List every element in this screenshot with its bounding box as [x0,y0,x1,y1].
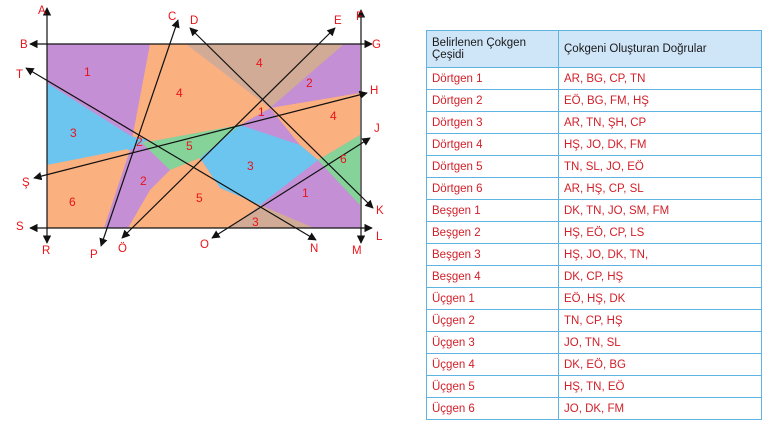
table-cell-lines: JO, DK, FM [558,397,762,420]
point-label-A: A [38,5,46,17]
table-cell-lines: HŞ, JO, DK, FM [558,133,762,156]
region-label: 1 [302,186,309,200]
line-segment [33,90,368,181]
point-label-D: D [190,15,198,27]
region-label: 3 [247,159,254,173]
table-cell-polygon: Üçgen 4 [426,353,559,376]
region-label: 4 [330,109,337,123]
point-label-H: H [370,85,378,97]
region-label: 2 [136,135,143,149]
table-cell-lines: HŞ, TN, EÖ [558,375,762,398]
point-label-G: G [372,39,381,51]
table-cell-polygon: Dörtgen 5 [426,155,559,178]
table-cell-polygon: Beşgen 4 [426,265,559,288]
polygon-table: Belirlenen Çokgen Çeşidi Çokgeni Oluştur… [426,30,762,420]
region-label: 4 [256,56,263,70]
table-cell-polygon: Dörtgen 1 [426,67,559,90]
point-label-O: O [200,239,209,251]
point-label-J: J [374,123,380,135]
table-cell-polygon: Dörtgen 3 [426,111,559,134]
point-label-M: M [352,245,362,257]
table-header-row: Belirlenen Çokgen Çeşidi Çokgeni Oluştur… [426,30,762,68]
region-label: 5 [186,139,193,153]
table-cell-lines: AR, TN, ŞH, CP [558,111,762,134]
lines [25,7,374,247]
region-label: 2 [306,76,313,90]
point-label-Ş: Ş [22,177,30,189]
table-cell-lines: HŞ, JO, DK, TN, [558,243,762,266]
table-cell-lines: EÖ, BG, FM, HŞ [558,89,762,112]
table-cell-polygon: Üçgen 1 [426,287,559,310]
table-cell-polygon: Üçgen 2 [426,309,559,332]
table-cell-lines: EÖ, HŞ, DK [558,287,762,310]
region-label: 2 [140,174,147,188]
point-label-C: C [168,11,176,23]
region-labels: 1 4 2 4 1 4 3 2 5 6 3 2 1 5 6 3 [69,56,347,229]
point-labels: A B C D E F G H J K L M N O Ö P R S Ş T [16,5,384,261]
point-label-K: K [376,205,384,217]
table-cell-lines: DK, EÖ, BG [558,353,762,376]
table-cell-polygon: Dörtgen 2 [426,89,559,112]
region-label: 6 [340,152,347,166]
point-label-T: T [16,69,23,81]
table-cell-polygon: Üçgen 3 [426,331,559,354]
region-label: 5 [196,191,203,205]
header-polygon-type: Belirlenen Çokgen Çeşidi [426,30,559,68]
point-label-S: S [16,221,24,233]
region-label: 6 [69,195,76,209]
table-cell-lines: HŞ, EÖ, CP, LS [558,221,762,244]
table-cell-polygon: Üçgen 5 [426,375,559,398]
table-cell-lines: AR, HŞ, CP, SL [558,177,762,200]
region-label: 1 [258,105,265,119]
table-cell-lines: AR, BG, CP, TN [558,67,762,90]
table-cell-lines: DK, TN, JO, SM, FM [558,199,762,222]
header-lines: Çokgeni Oluşturan Doğrular [558,30,762,68]
table-cell-lines: JO, TN, SL [558,331,762,354]
table-cell-polygon: Beşgen 3 [426,243,559,266]
table-cell-lines: TN, SL, JO, EÖ [558,155,762,178]
line-segment [211,137,371,239]
point-label-F: F [356,11,363,23]
table-cell-polygon: Beşgen 2 [426,221,559,244]
region-label: 3 [252,215,259,229]
region-label: 1 [84,65,91,79]
table-cell-lines: DK, CP, HŞ [558,265,762,288]
region-label: 3 [70,126,77,140]
point-label-Ö: Ö [118,243,127,255]
table-cell-lines: TN, CP, HŞ [558,309,762,332]
region-label: 4 [176,86,183,100]
point-label-R: R [42,245,50,257]
point-label-E: E [334,15,342,27]
table-cell-polygon: Dörtgen 4 [426,133,559,156]
geometry-diagram: A B C D E F G H J K L M N O Ö P R S Ş T … [16,5,384,261]
polygon-table-container: Belirlenen Çokgen Çeşidi Çokgeni Oluştur… [426,30,762,420]
table-cell-polygon: Dörtgen 6 [426,177,559,200]
point-label-L: L [376,231,383,243]
colored-regions [47,44,360,228]
table-cell-polygon: Beşgen 1 [426,199,559,222]
point-label-B: B [20,39,28,51]
point-label-P: P [90,249,98,261]
point-label-N: N [310,243,318,255]
table-cell-polygon: Üçgen 6 [426,397,559,420]
